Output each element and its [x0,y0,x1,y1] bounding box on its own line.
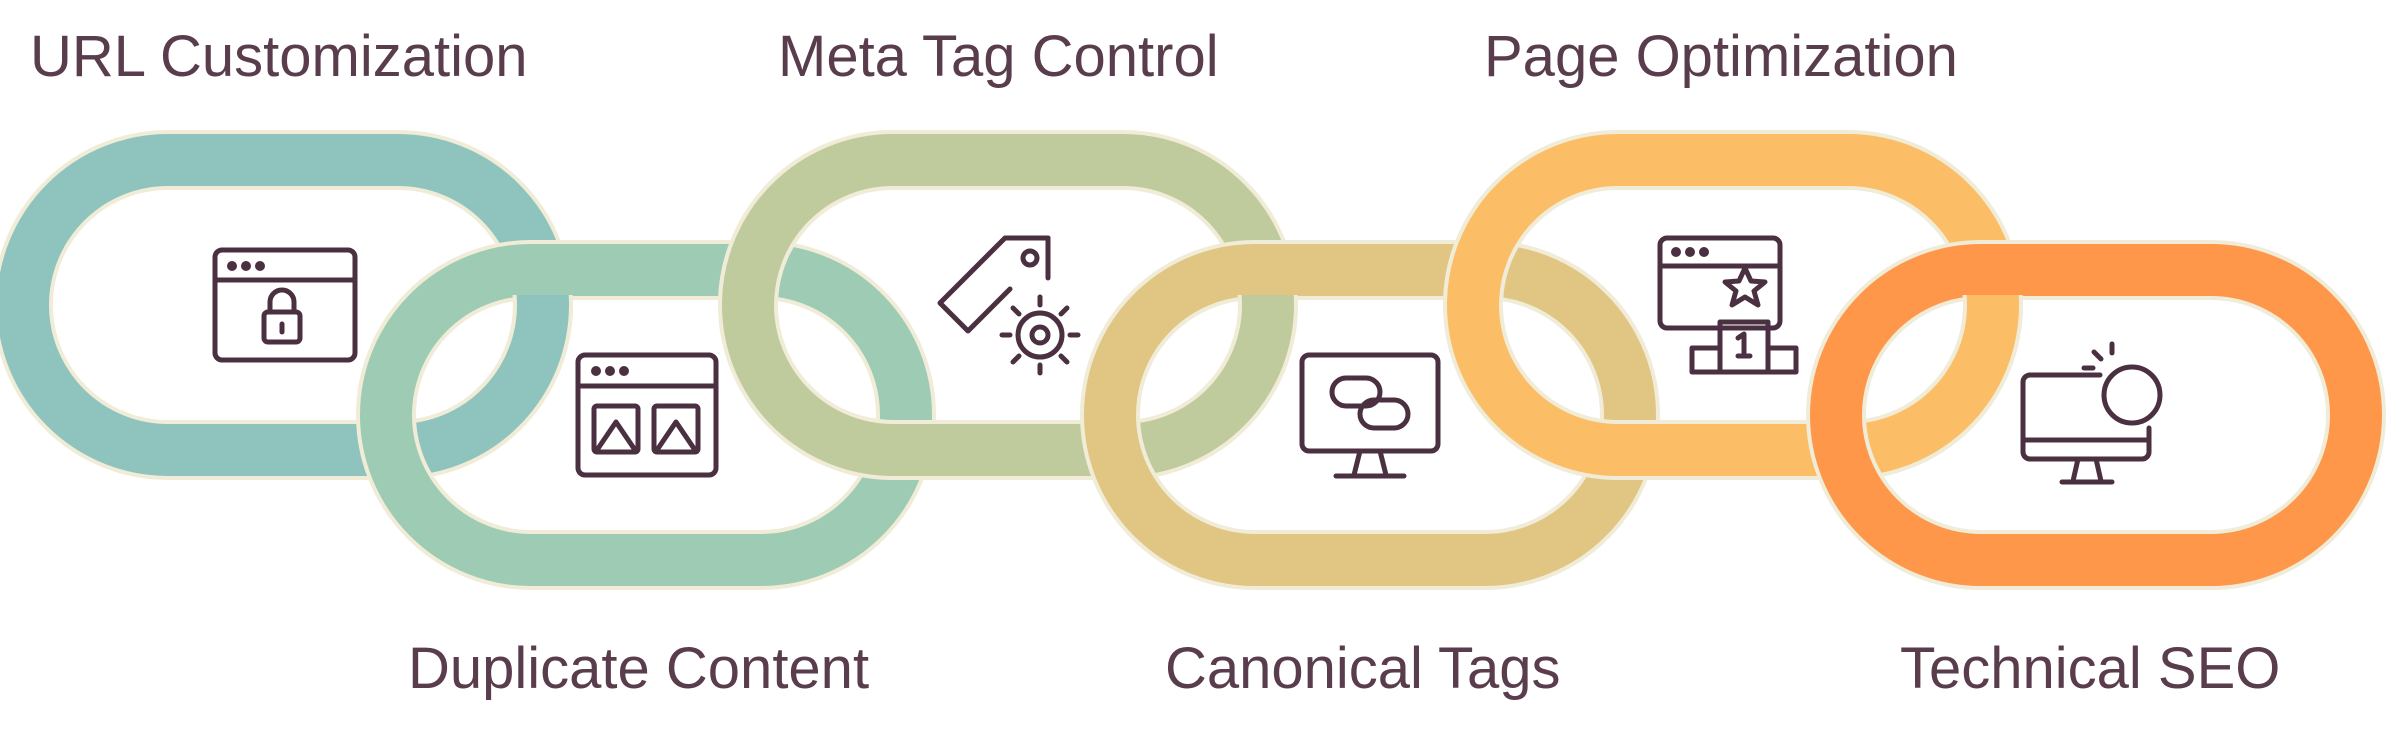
label-page-optimization: Page Optimization [1484,24,1958,89]
chain-overlap-fill-0 [464,295,569,463]
label-meta-tag-control: Meta Tag Control [778,24,1219,89]
label-canonical-tags: Canonical Tags [1165,636,1561,701]
chain-link-technical-seo [1810,244,2382,586]
monitor-click-icon [2020,341,2163,485]
chain-link-canonical-tags [1084,244,1656,586]
image-window-icon [575,352,719,478]
link-monitor-icon [1299,352,1441,479]
chain-link-duplicate-content [360,244,932,586]
label-url-customization: URL Customization [30,24,528,89]
chain-overlap-fill-2 [1189,295,1294,463]
tag-gear-icon [937,235,1081,376]
ranking-window-icon [1657,235,1799,375]
chain-overlap-fill-4 [1914,295,2019,463]
label-duplicate-content: Duplicate Content [408,636,870,701]
label-technical-seo: Technical SEO [1900,636,2281,701]
lock-window-icon [212,247,358,363]
